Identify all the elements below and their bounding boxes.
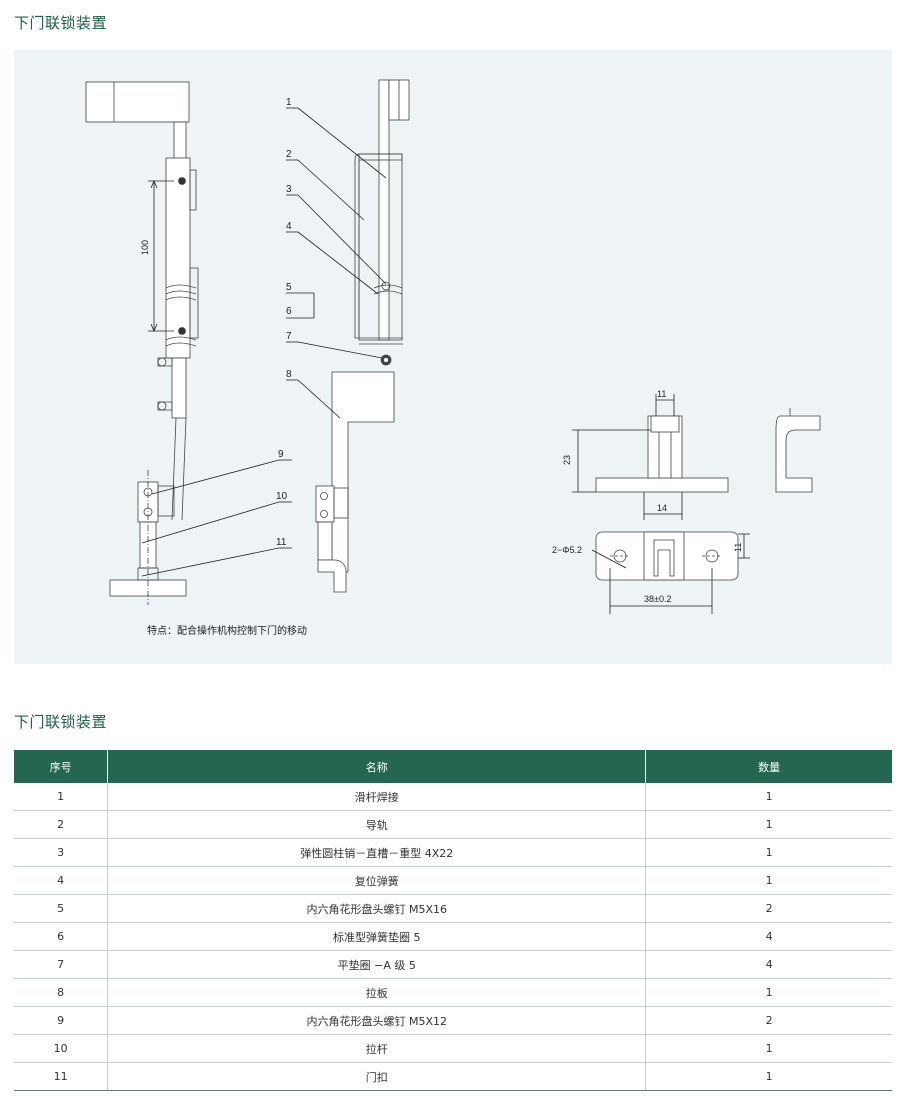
cell-qty: 1 [645,978,892,1007]
cell-no: 2 [14,810,108,839]
cell-name: 拉板 [107,978,646,1007]
callout-7: 7 [286,331,292,342]
cell-name: 拉杆 [107,1034,646,1063]
cell-qty: 2 [645,1006,892,1035]
cell-no: 8 [14,978,108,1007]
technical-drawing-panel: 100 [14,50,892,664]
section-title-drawing: 下门联锁装置 [14,14,108,32]
cell-name: 滑杆焊接 [107,783,646,811]
cell-no: 3 [14,838,108,867]
latch-top-view: 2−Φ5.2 11 38±0.2 [552,531,750,614]
callout-9: 9 [278,449,284,460]
header-name: 名称 [107,750,646,783]
cell-name: 弹性圆柱销－直槽－重型 4X22 [107,838,646,867]
cell-no: 10 [14,1034,108,1063]
cell-name: 导轨 [107,810,646,839]
cell-name: 标准型弹簧垫圈 5 [107,922,646,951]
cell-name: 内六角花形盘头螺钉 M5X16 [107,894,646,923]
cell-qty: 1 [645,1062,892,1091]
cell-qty: 4 [645,950,892,979]
dim-11-top-label: 11 [657,389,666,399]
cell-name: 门扣 [107,1062,646,1091]
dim-23-label: 23 [562,455,572,465]
section-title-table: 下门联锁装置 [14,713,108,731]
callout-8: 8 [286,369,292,380]
callout-1: 1 [286,97,292,108]
cell-qty: 1 [645,866,892,895]
cell-name: 平垫圈 −A 级 5 [107,950,646,979]
callout-4: 4 [286,221,292,232]
dim-14-label: 14 [657,503,667,513]
latch-front-view: 11 23 14 [562,389,729,520]
technical-drawing: 100 [85,79,821,614]
cell-qty: 4 [645,922,892,951]
header-no: 序号 [14,750,108,783]
latch-side-view [775,408,821,493]
drawing-caption: 特点：配合操作机构控制下门的移动 [147,626,307,637]
dim-11-side-label: 11 [733,543,743,552]
dim-span-label: 38±0.2 [644,594,671,604]
cell-qty: 1 [645,810,892,839]
cell-no: 6 [14,922,108,951]
cell-qty: 1 [645,838,892,867]
callout-6: 6 [286,306,292,317]
header-qty: 数量 [645,750,892,783]
cell-no: 1 [14,783,108,811]
cell-qty: 1 [645,783,892,811]
cell-no: 7 [14,950,108,979]
callout-3: 3 [286,184,292,195]
cell-qty: 2 [645,894,892,923]
callout-5: 5 [286,282,292,293]
dim-holes-label: 2−Φ5.2 [552,545,582,555]
callout-10: 10 [276,491,288,502]
middle-assembly-view [315,79,410,593]
cell-no: 9 [14,1006,108,1035]
callout-11: 11 [276,537,287,548]
cell-no: 4 [14,866,108,895]
cell-name: 复位弹簧 [107,866,646,895]
dim-100-label: 100 [140,240,150,255]
cell-no: 11 [14,1062,108,1091]
callout-2: 2 [286,149,292,160]
cell-no: 5 [14,894,108,923]
cell-qty: 1 [645,1034,892,1063]
left-assembly-view: 100 [85,81,199,605]
table-header-row: 序号 名称 数量 [14,750,892,783]
cell-name: 内六角花形盘头螺钉 M5X12 [107,1006,646,1035]
callout-leaders [141,107,387,577]
